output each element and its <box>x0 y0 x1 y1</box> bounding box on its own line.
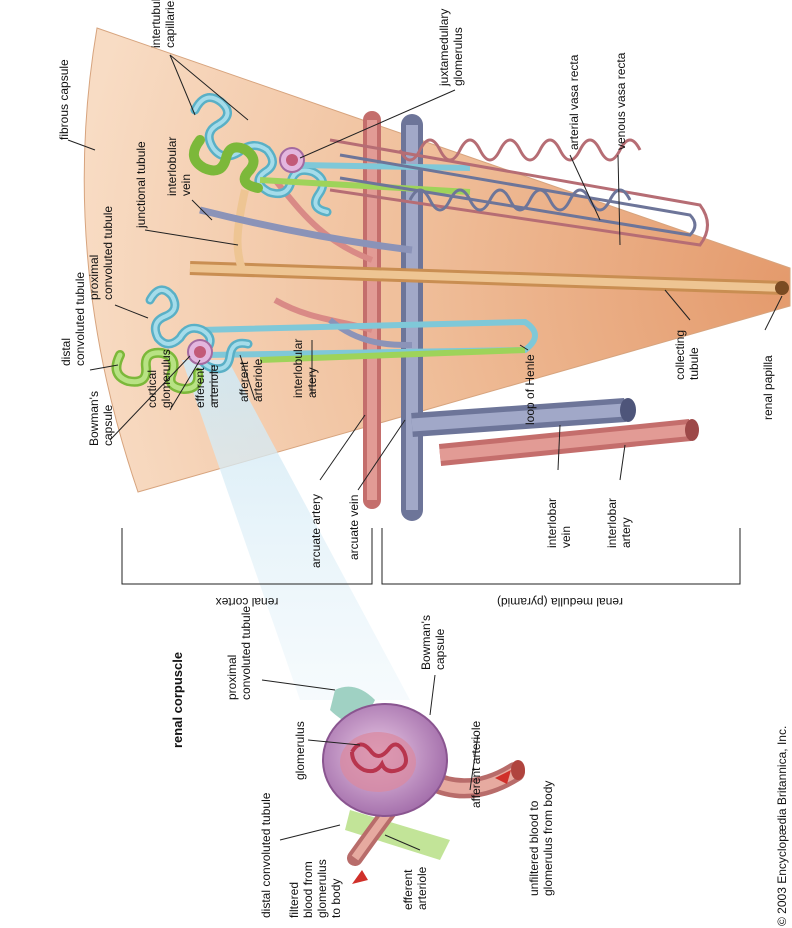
inset-unfiltered-blood-2: glomerulus from body <box>541 781 555 896</box>
label-bowmans-capsule-1: Bowman's <box>87 391 101 446</box>
label-renal-papilla: renal papilla <box>761 355 775 420</box>
renal-corpuscle-illustration <box>323 687 525 884</box>
label-arterial-vasa-recta: arterial vasa recta <box>567 54 581 150</box>
svg-text:intertubularcapillaries: intertubularcapillaries <box>149 0 177 48</box>
svg-text:interlobarartery: interlobarartery <box>605 498 633 548</box>
inset-afferent-arteriole: afferent arteriole <box>469 721 483 808</box>
inset-bowmans-capsule-2: capsule <box>433 628 447 670</box>
label-afferent-arteriole-1: afferent <box>237 361 251 402</box>
label-fibrous-capsule: fibrous capsule <box>57 59 71 140</box>
label-efferent-arteriole-1: efferent <box>193 367 207 408</box>
label-loop-of-henle: loop of Henle <box>523 354 537 425</box>
label-interlobular-vein-2: vein <box>179 174 193 196</box>
inset-filtered-blood-4: to body <box>329 879 343 918</box>
inset-filtered-blood-1: filtered <box>287 882 301 918</box>
label-venous-vasa-recta: venous vasa recta <box>614 52 628 150</box>
inset-filtered-blood-2: blood from <box>301 861 315 918</box>
label-proximal-convoluted-tubule-2: convoluted tubule <box>101 206 115 300</box>
svg-text:filteredblood fromglomerulusto: filteredblood fromglomerulusto body <box>287 859 343 918</box>
label-juxtamedullary-glomerulus-1: juxtamedullary <box>437 9 451 87</box>
svg-text:efferentarteriole: efferentarteriole <box>401 866 429 910</box>
svg-text:interlobarvein: interlobarvein <box>545 498 573 548</box>
label-bowmans-capsule-2: capsule <box>101 404 115 446</box>
svg-text:distalconvoluted tubule: distalconvoluted tubule <box>59 272 87 366</box>
copyright-notice: © 2003 Encyclopædia Britannica, Inc. <box>775 726 789 926</box>
inset-title: renal corpuscle <box>170 652 185 748</box>
svg-text:Bowman'scapsule: Bowman'scapsule <box>419 615 447 670</box>
label-interlobular-artery-2: artery <box>305 367 319 398</box>
label-interlobar-vein-1: interlobar <box>545 498 559 548</box>
inset-distal-convoluted-tubule: distal convoluted tubule <box>259 792 273 918</box>
label-interlobar-artery-1: interlobar <box>605 498 619 548</box>
label-collecting-tubule-2: tubule <box>687 347 701 380</box>
renal-papilla-opening <box>775 281 789 295</box>
label-cortical-glomerulus-1: cortical <box>145 370 159 408</box>
svg-text:afferentarteriole: afferentarteriole <box>237 358 265 402</box>
label-juxtamedullary-glomerulus-2: glomerulus <box>451 27 465 86</box>
label-arcuate-artery: arcuate artery <box>309 494 323 568</box>
inset-proximal-convoluted-tubule-1: proximal <box>225 655 239 700</box>
label-renal-medulla: renal medulla (pyramid) <box>497 595 623 609</box>
inset-efferent-arteriole-1: efferent <box>401 869 415 910</box>
svg-text:juxtamedullaryglomerulus: juxtamedullaryglomerulus <box>437 9 465 87</box>
svg-text:proximalconvoluted tubule: proximalconvoluted tubule <box>225 606 253 700</box>
inset-glomerulus: glomerulus <box>293 721 307 780</box>
label-collecting-tubule-1: collecting <box>673 330 687 380</box>
label-junctional-tubule: junctional tubule <box>134 141 148 229</box>
svg-text:unfiltered blood toglomerulus: unfiltered blood toglomerulus from body <box>527 781 555 896</box>
svg-text:collectingtubule: collectingtubule <box>673 330 701 380</box>
label-cortical-glomerulus-2: glomerulus <box>159 349 173 408</box>
inset-unfiltered-blood-1: unfiltered blood to <box>527 800 541 896</box>
label-distal-convoluted-tubule-2: convoluted tubule <box>73 272 87 366</box>
label-efferent-arteriole-2: arteriole <box>207 364 221 408</box>
label-arcuate-vein: arcuate vein <box>347 495 361 560</box>
label-afferent-arteriole-2: arteriole <box>251 358 265 402</box>
label-intertubular-capillaries-2: capillaries <box>163 0 177 48</box>
inset-bowmans-capsule-1: Bowman's <box>419 615 433 670</box>
label-proximal-convoluted-tubule-1: proximal <box>87 255 101 300</box>
inset-efferent-arteriole-2: arteriole <box>415 866 429 910</box>
label-intertubular-capillaries-1: intertubular <box>149 0 163 48</box>
label-interlobular-vein-1: interlobular <box>165 137 179 196</box>
inset-filtered-blood-3: glomerulus <box>315 859 329 918</box>
label-interlobar-vein-2: vein <box>559 526 573 548</box>
label-interlobar-artery-2: artery <box>619 517 633 548</box>
label-interlobular-artery-1: interlobular <box>291 339 305 398</box>
inset-proximal-convoluted-tubule-2: convoluted tubule <box>239 606 253 700</box>
svg-text:efferentarteriole: efferentarteriole <box>193 364 221 408</box>
label-distal-convoluted-tubule-1: distal <box>59 338 73 366</box>
